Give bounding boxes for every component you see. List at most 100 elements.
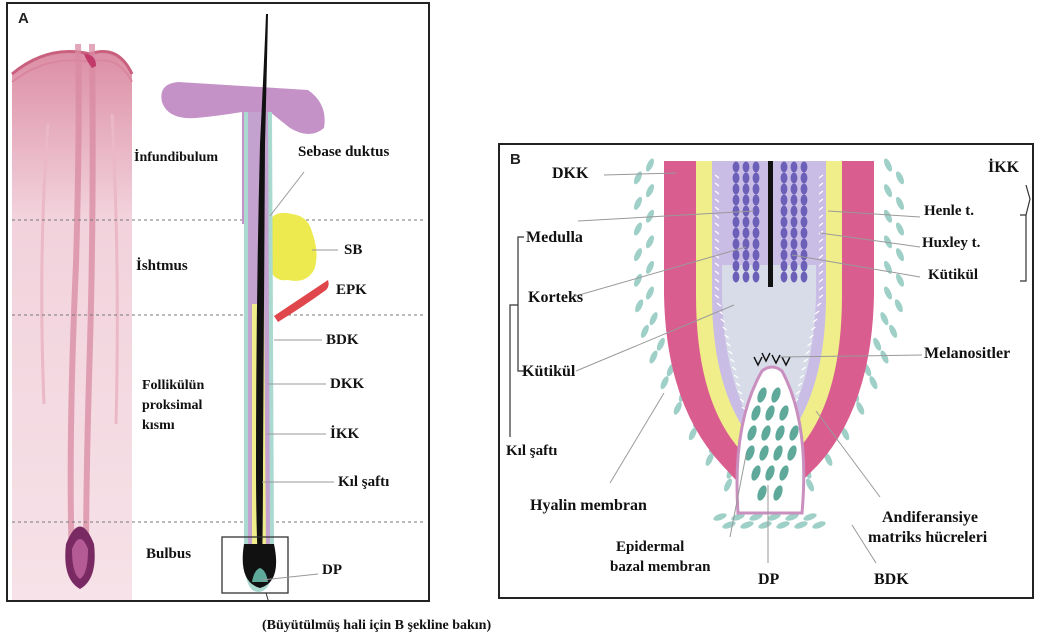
cortex-cell [753,272,760,283]
label-cuticle-right: Kütikül [928,267,978,284]
connective-cell [882,260,893,275]
label-infundibulum: İnfundibulum [134,150,218,166]
label-sb: SB [344,242,362,259]
label-cortex: Korteks [528,289,583,307]
connective-cell [672,401,683,416]
cortex-cell [801,217,808,228]
connective-cell [894,170,905,185]
cortex-cell [781,162,788,173]
cortex-cell [733,261,740,272]
cortex-cell [781,195,788,206]
label-proximal-3: kısmı [142,418,175,434]
panel-a: A [6,2,430,602]
cortex-cell [781,228,788,239]
cortex-cell [801,195,808,206]
connective-cell [882,157,893,172]
connective-cell [632,221,643,236]
connective-cell [712,512,727,522]
connective-cell [879,311,890,326]
connective-cell [868,375,879,390]
connective-cell [894,221,905,236]
connective-cell [855,401,866,416]
connective-cell [894,196,905,211]
label-ikk: İKK [330,426,359,443]
cortex-cell [753,250,760,261]
histology-section [12,44,132,600]
cortex-cell [781,261,788,272]
connective-cell [879,349,890,364]
cortex-cell [753,184,760,195]
sebaceous-gland [268,213,317,281]
cortex-cell [743,162,750,173]
label-undiff-2: matriks hücreleri [868,529,987,547]
connective-cell [882,285,893,300]
label-undiff-1: Andiferansiye [882,509,978,527]
label-huxley: Huxley t. [922,235,980,252]
cortex-cell [781,239,788,250]
connective-cell [894,247,905,262]
figure-caption: (Büyütülmüş hali için B şekline bakın) [262,618,491,634]
cortex-cell [743,217,750,228]
cortex-cell [733,162,740,173]
cortex-cell [743,195,750,206]
cortex-cell [801,261,808,272]
cortex-cell [791,261,798,272]
label-isthmus: İshtmus [136,258,188,275]
connective-cell [659,375,670,390]
cortex-cell [753,228,760,239]
cortex-cell [781,206,788,217]
cortex-cell [791,272,798,283]
cortex-cell [743,250,750,261]
connective-cell [893,298,904,313]
connective-cell [793,520,808,530]
cortex-cell [791,162,798,173]
cortex-cell [781,250,788,261]
cortex-cell [801,250,808,261]
cortex-cell [781,217,788,228]
connective-cell [632,170,643,185]
connective-cell [811,520,826,530]
label-melanocytes: Melanositler [924,345,1010,363]
connective-cell [804,477,815,492]
label-proximal-1: Follikülün [142,378,204,394]
cortex-cell [733,195,740,206]
connective-cell [639,324,650,339]
connective-cell [632,196,643,211]
connective-cell [655,337,666,352]
cortex-cell [733,206,740,217]
connective-cell [644,157,655,172]
label-dkk-b: DKK [552,165,588,183]
cortex-cell [801,228,808,239]
label-cuticle-left: Kütikül [522,363,575,381]
connective-cell [634,298,645,313]
cortex-cell [753,239,760,250]
label-bdk-b: BDK [874,571,909,589]
cortex-cell [753,162,760,173]
connective-cell [775,520,790,530]
cortex-cell [801,206,808,217]
connective-cell [722,477,733,492]
arrector-pili-muscle [274,280,329,322]
hair-shaft-b [768,161,773,287]
label-medulla: Medulla [526,229,583,247]
connective-cell [882,209,893,224]
label-bdk: BDK [326,332,359,349]
label-dkk: DKK [330,376,364,393]
cortex-cell [753,261,760,272]
cortex-cell [753,173,760,184]
connective-cell [644,234,655,249]
cortex-cell [753,217,760,228]
connective-cell [632,247,643,262]
label-hair-shaft-a: Kıl şaftı [338,474,389,491]
connective-cell [894,273,905,288]
cortex-cell [791,217,798,228]
connective-cell [739,520,754,530]
panel-b: B [498,143,1034,599]
cortex-cell [733,228,740,239]
cortex-cell [743,173,750,184]
cortex-cell [801,272,808,283]
cortex-cell [733,239,740,250]
cortex-cell [743,184,750,195]
cortex-cell [791,228,798,239]
cortex-cell [791,239,798,250]
